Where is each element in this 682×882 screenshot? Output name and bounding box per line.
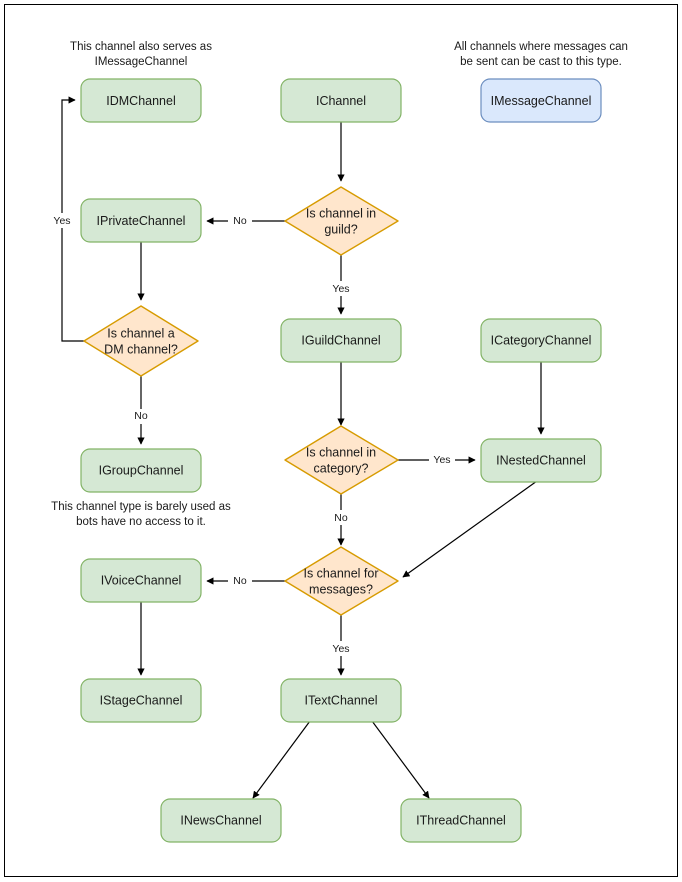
edge-messages-question-to-ivoicechannel: No bbox=[206, 573, 285, 588]
edge-category-question-to-messages-question: No bbox=[330, 494, 353, 546]
edge-label-no-messages: No bbox=[233, 575, 247, 587]
node-is-channel-in-guild-label-line2: guild? bbox=[324, 222, 357, 236]
node-idmchannel[interactable]: IDMChannel bbox=[80, 78, 202, 123]
node-is-channel-in-category[interactable]: Is channel in category? bbox=[284, 425, 399, 495]
node-is-channel-in-category-label-line2: category? bbox=[314, 461, 369, 475]
edge-dm-question-to-igroupchannel: No bbox=[130, 376, 153, 445]
edge-label-no-dm: No bbox=[134, 410, 148, 422]
node-inestedchannel[interactable]: INestedChannel bbox=[480, 438, 602, 483]
note-imessagechannel-line1: All channels where messages can bbox=[454, 41, 628, 53]
node-imessagechannel-shape[interactable] bbox=[480, 78, 602, 123]
node-is-channel-a-dm-channel[interactable]: Is channel a DM channel? bbox=[83, 305, 199, 377]
node-is-channel-for-messages-label-line1: Is channel for bbox=[303, 566, 378, 580]
node-itextchannel[interactable]: ITextChannel bbox=[280, 678, 402, 723]
node-iguildchannel-label: IGuildChannel bbox=[301, 333, 380, 347]
edge-dm-question-to-idmchannel: Yes bbox=[49, 96, 84, 342]
node-ichannel-label: IChannel bbox=[316, 94, 366, 108]
edge-label-no-category: No bbox=[334, 512, 348, 524]
edge-itextchannel-to-ithreadchannel bbox=[371, 720, 430, 799]
node-ivoicechannel[interactable]: IVoiceChannel bbox=[80, 558, 202, 603]
node-igroupchannel[interactable]: IGroupChannel bbox=[80, 448, 202, 493]
node-icategorychannel-label: ICategoryChannel bbox=[491, 333, 592, 347]
edge-label-yes-guild: Yes bbox=[332, 283, 349, 295]
node-is-channel-in-guild-shape[interactable] bbox=[284, 186, 399, 256]
node-is-channel-a-dm-channel-label-line2: DM channel? bbox=[104, 342, 178, 356]
node-istagechannel-shape[interactable] bbox=[80, 678, 202, 723]
node-is-channel-in-category-label-line1: Is channel in bbox=[306, 445, 376, 459]
node-is-channel-for-messages-shape[interactable] bbox=[284, 546, 399, 616]
node-iprivatechannel-shape[interactable] bbox=[80, 198, 202, 243]
edge-messages-question-to-itextchannel: Yes bbox=[329, 615, 355, 676]
node-is-channel-for-messages-label-line2: messages? bbox=[309, 582, 373, 596]
edge-inestedchannel-to-messages-question bbox=[402, 480, 538, 578]
node-istagechannel[interactable]: IStageChannel bbox=[80, 678, 202, 723]
node-is-channel-a-dm-channel-shape[interactable] bbox=[83, 305, 199, 377]
node-ichannel[interactable]: IChannel bbox=[280, 78, 402, 123]
node-inestedchannel-label: INestedChannel bbox=[496, 453, 586, 467]
note-idmchannel-line1: This channel also serves as bbox=[70, 41, 212, 53]
node-ivoicechannel-label: IVoiceChannel bbox=[101, 573, 182, 587]
node-ithreadchannel-label: IThreadChannel bbox=[416, 813, 506, 827]
note-imessagechannel: All channels where messages can be sent … bbox=[454, 41, 628, 68]
note-idmchannel-line2: IMessageChannel bbox=[95, 56, 188, 68]
node-igroupchannel-shape[interactable] bbox=[80, 448, 202, 493]
node-is-channel-in-guild[interactable]: Is channel in guild? bbox=[284, 186, 399, 256]
note-imessagechannel-line2: be sent can be cast to this type. bbox=[460, 56, 622, 68]
note-igroupchannel: This channel type is barely used as bots… bbox=[51, 501, 231, 528]
node-itextchannel-shape[interactable] bbox=[280, 678, 402, 723]
node-is-channel-a-dm-channel-label-line1: Is channel a bbox=[107, 326, 174, 340]
node-icategorychannel[interactable]: ICategoryChannel bbox=[480, 318, 602, 363]
edge-guild-question-to-iprivatechannel: No bbox=[206, 213, 285, 228]
node-itextchannel-label: ITextChannel bbox=[305, 693, 378, 707]
edge-itextchannel-to-inewschannel bbox=[252, 720, 311, 799]
node-inewschannel-label: INewsChannel bbox=[180, 813, 261, 827]
edge-label-yes-category: Yes bbox=[433, 454, 450, 466]
note-igroupchannel-line2: bots have no access to it. bbox=[76, 516, 206, 528]
node-idmchannel-label: IDMChannel bbox=[106, 94, 175, 108]
node-is-channel-for-messages[interactable]: Is channel for messages? bbox=[284, 546, 399, 616]
node-ivoicechannel-shape[interactable] bbox=[80, 558, 202, 603]
node-iguildchannel[interactable]: IGuildChannel bbox=[280, 318, 402, 363]
node-iprivatechannel-label: IPrivateChannel bbox=[97, 214, 186, 228]
node-is-channel-in-category-shape[interactable] bbox=[284, 425, 399, 495]
node-is-channel-in-guild-label-line1: Is channel in bbox=[306, 206, 376, 220]
node-ichannel-shape[interactable] bbox=[280, 78, 402, 123]
node-imessagechannel-label: IMessageChannel bbox=[491, 94, 592, 108]
node-imessagechannel[interactable]: IMessageChannel bbox=[480, 78, 602, 123]
node-inestedchannel-shape[interactable] bbox=[480, 438, 602, 483]
node-igroupchannel-label: IGroupChannel bbox=[99, 463, 184, 477]
node-ithreadchannel[interactable]: IThreadChannel bbox=[400, 798, 522, 843]
edge-label-no-guild: No bbox=[233, 215, 247, 227]
note-igroupchannel-line1: This channel type is barely used as bbox=[51, 501, 231, 513]
node-iprivatechannel[interactable]: IPrivateChannel bbox=[80, 198, 202, 243]
node-icategorychannel-shape[interactable] bbox=[480, 318, 602, 363]
edge-category-question-to-inestedchannel: Yes bbox=[398, 452, 476, 467]
edge-label-yes-dm: Yes bbox=[53, 215, 70, 227]
node-istagechannel-label: IStageChannel bbox=[100, 693, 183, 707]
edge-label-yes-messages: Yes bbox=[332, 643, 349, 655]
node-inewschannel[interactable]: INewsChannel bbox=[160, 798, 282, 843]
node-ithreadchannel-shape[interactable] bbox=[400, 798, 522, 843]
node-inewschannel-shape[interactable] bbox=[160, 798, 282, 843]
edge-guild-question-to-iguildchannel: Yes bbox=[329, 255, 355, 315]
note-idmchannel: This channel also serves as IMessageChan… bbox=[70, 41, 212, 68]
node-iguildchannel-shape[interactable] bbox=[280, 318, 402, 363]
node-idmchannel-shape[interactable] bbox=[80, 78, 202, 123]
